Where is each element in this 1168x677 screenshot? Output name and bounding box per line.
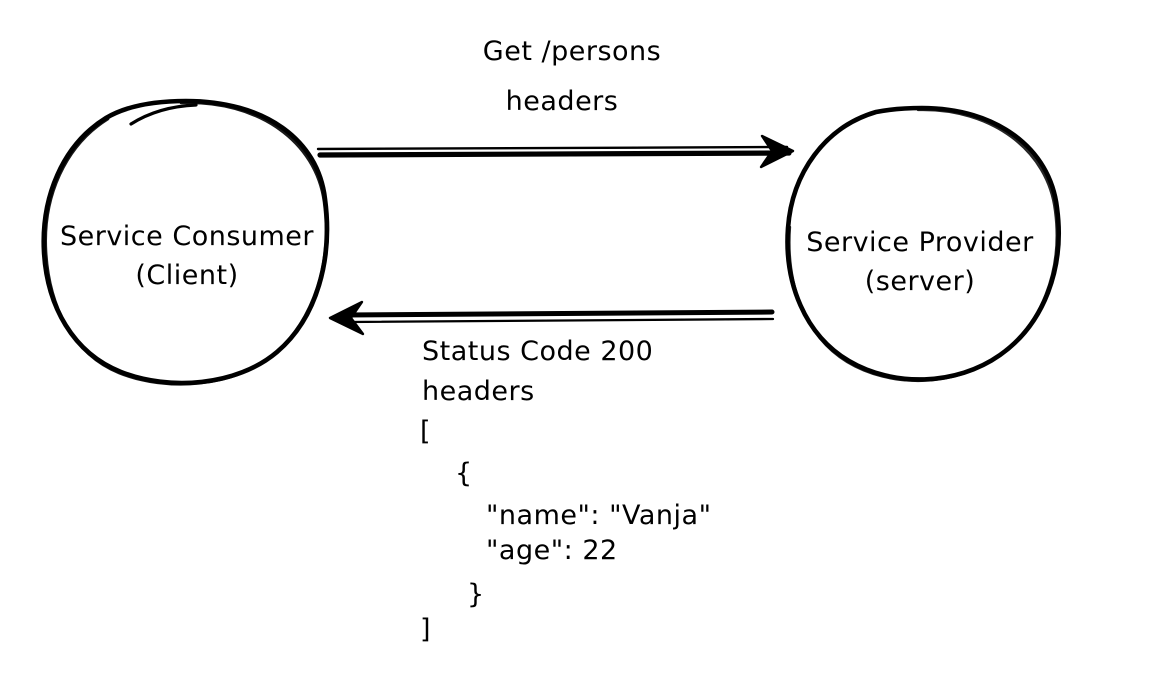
response-headers-line: headers — [422, 376, 535, 407]
response-status-line: Status Code 200 — [422, 336, 654, 367]
response-body-close-brace: } — [467, 579, 485, 610]
provider-label-line1: Service Provider — [806, 227, 1034, 258]
response-body-close-bracket: ] — [420, 614, 432, 645]
response-body-age-field: "age": 22 — [486, 535, 618, 566]
request-label-line1: Get /persons — [482, 36, 662, 67]
response-body-open-brace: { — [455, 458, 473, 489]
consumer-circle-shape — [41, 98, 330, 386]
response-body-name-field: "name": "Vanja" — [486, 500, 712, 531]
consumer-label-line2: (Client) — [135, 260, 239, 291]
provider-circle-shape — [785, 105, 1061, 383]
response-arrow-shape — [328, 300, 775, 336]
request-label-line2: headers — [505, 86, 619, 117]
provider-label-line2: (server) — [864, 266, 976, 297]
request-arrow-shape — [316, 134, 795, 169]
consumer-label-line1: Service Consumer — [59, 221, 315, 252]
response-body-open-bracket: [ — [420, 416, 432, 447]
